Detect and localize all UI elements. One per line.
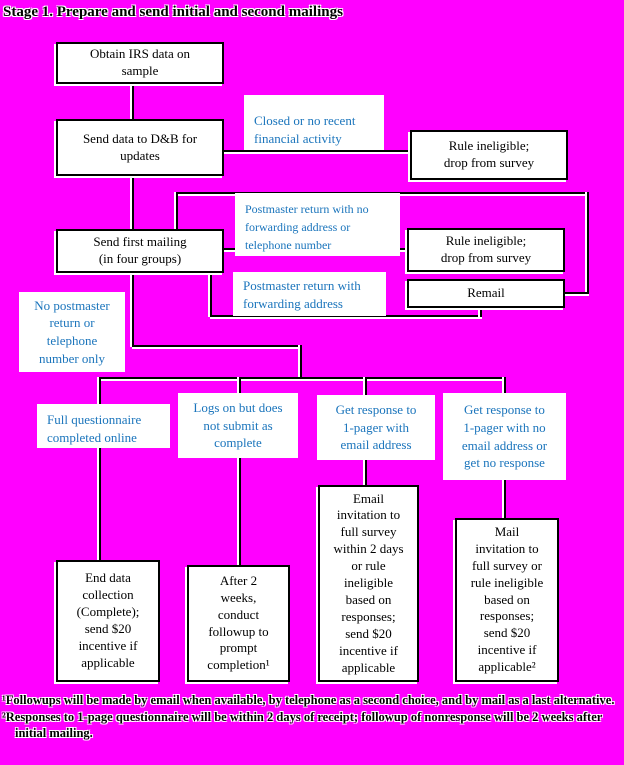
label-response-no-email: Get response to 1-pager with no email ad… xyxy=(443,393,566,480)
connector-remail-loop-into-remail xyxy=(565,292,589,294)
footnotes: ¹Followups will be made by email when av… xyxy=(2,692,622,742)
connector-remail-loop-into-mailing xyxy=(176,192,178,229)
connector-forwarding-to-remail xyxy=(210,315,482,317)
connector-no-return-drop xyxy=(300,345,302,379)
connector-mailing-down-forwarding xyxy=(210,273,212,317)
box-send-first-mailing: Send first mailing (in four groups) xyxy=(56,229,224,273)
label-postmaster-no-forwarding: Postmaster return with no forwarding add… xyxy=(235,193,400,256)
connector-response-no-email-to-invite xyxy=(504,480,506,518)
connector-no-return-horizontal xyxy=(132,345,302,347)
box-rule-ineligible-2: Rule ineligible; drop from survey xyxy=(407,228,565,272)
label-postmaster-forwarding: Postmaster return with forwarding addres… xyxy=(233,272,386,316)
connector-full-questionnaire-to-end xyxy=(99,448,101,560)
connector-drop-response-email xyxy=(365,377,367,395)
box-end-data-collection: End data collection (Complete); send $20… xyxy=(56,560,160,682)
box-followup-2-weeks: After 2 weeks, conduct followup to promp… xyxy=(187,565,290,682)
connector-obtain-to-dnb xyxy=(132,84,134,119)
connector-dnb-to-rule1 xyxy=(224,150,410,152)
box-mail-invitation: Mail invitation to full survey or rule i… xyxy=(455,518,559,682)
connector-mailing-down-no-return xyxy=(132,273,134,347)
connector-logs-on-to-followup xyxy=(239,458,241,565)
label-closed-no-activity: Closed or no recent financial activity xyxy=(244,95,384,150)
box-email-invitation: Email invitation to full survey within 2… xyxy=(318,485,419,682)
label-no-postmaster-return: No postmaster return or telephone number… xyxy=(19,292,125,372)
label-full-questionnaire: Full questionnaire completed online xyxy=(37,404,170,448)
box-obtain-irs-data: Obtain IRS data on sample xyxy=(56,42,224,84)
connector-drop-response-no-email xyxy=(504,377,506,393)
connector-drop-full-questionnaire xyxy=(99,377,101,404)
connector-distribution-bar xyxy=(99,377,506,379)
connector-response-email-to-invite xyxy=(365,460,367,485)
connector-drop-logs-on xyxy=(239,377,241,393)
diagram-title: Stage 1. Prepare and send initial and se… xyxy=(3,4,343,20)
box-send-data-dnb: Send data to D&B for updates xyxy=(56,119,224,176)
label-logs-on-incomplete: Logs on but does not submit as complete xyxy=(178,393,298,458)
connector-remail-loop-right xyxy=(587,192,589,294)
footnote-1: ¹Followups will be made by email when av… xyxy=(2,693,615,707)
label-response-with-email: Get response to 1-pager with email addre… xyxy=(317,395,435,460)
connector-dnb-to-mailing xyxy=(132,176,134,229)
box-rule-ineligible-1: Rule ineligible; drop from survey xyxy=(410,130,568,180)
box-remail: Remail xyxy=(407,279,565,308)
connector-into-remail-bottom xyxy=(480,308,482,317)
footnote-2: ²Responses to 1-page questionnaire will … xyxy=(2,709,603,741)
